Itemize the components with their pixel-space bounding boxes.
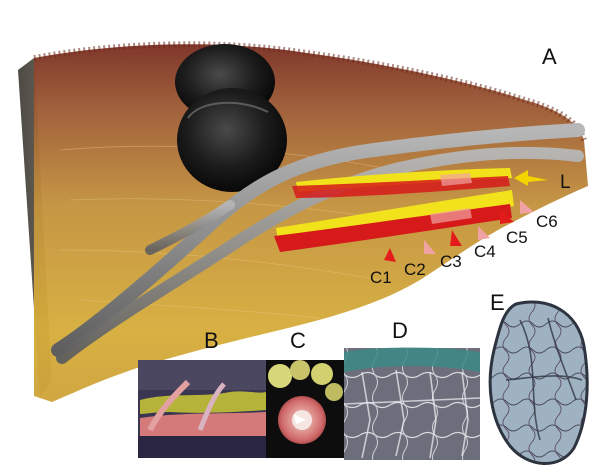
panel-label-c: C (290, 328, 306, 353)
marker-c6 (520, 200, 534, 214)
vessel-branch (145, 200, 235, 255)
vessel-upper (51, 123, 585, 357)
panel-label-a: A (542, 44, 557, 69)
marker-c1 (384, 248, 396, 262)
panel-e-histology (488, 300, 589, 465)
lumen-arrow (514, 170, 548, 186)
panel-label-e: E (490, 290, 505, 315)
section-label-c2: C2 (404, 260, 426, 279)
marker-c2 (424, 240, 436, 254)
panel-b-image (138, 360, 266, 458)
panel-a-3d-reconstruction (18, 41, 588, 403)
panel-label-d: D (392, 318, 408, 343)
panel-label-b: B (204, 328, 219, 353)
lumen-label: L (560, 172, 571, 193)
hole-rim-highlight (187, 101, 269, 119)
section-label-c3: C3 (440, 252, 462, 271)
section-label-c6: C6 (536, 212, 558, 231)
section-markers (384, 200, 534, 262)
vessel-lower (56, 146, 584, 364)
upper-structure (292, 168, 512, 198)
marker-c5 (500, 210, 514, 224)
lower-structure (274, 190, 514, 252)
tissue-rough-edge (33, 41, 587, 142)
lower-dark-hole (177, 88, 287, 192)
section-label-c4: C4 (474, 242, 496, 261)
marker-c4 (478, 226, 490, 240)
section-label-c1: C1 (370, 268, 392, 287)
panel-d-histology (343, 347, 481, 460)
panel-c-image (266, 360, 344, 458)
section-label-c5: C5 (506, 228, 528, 247)
marker-c3 (450, 230, 462, 246)
